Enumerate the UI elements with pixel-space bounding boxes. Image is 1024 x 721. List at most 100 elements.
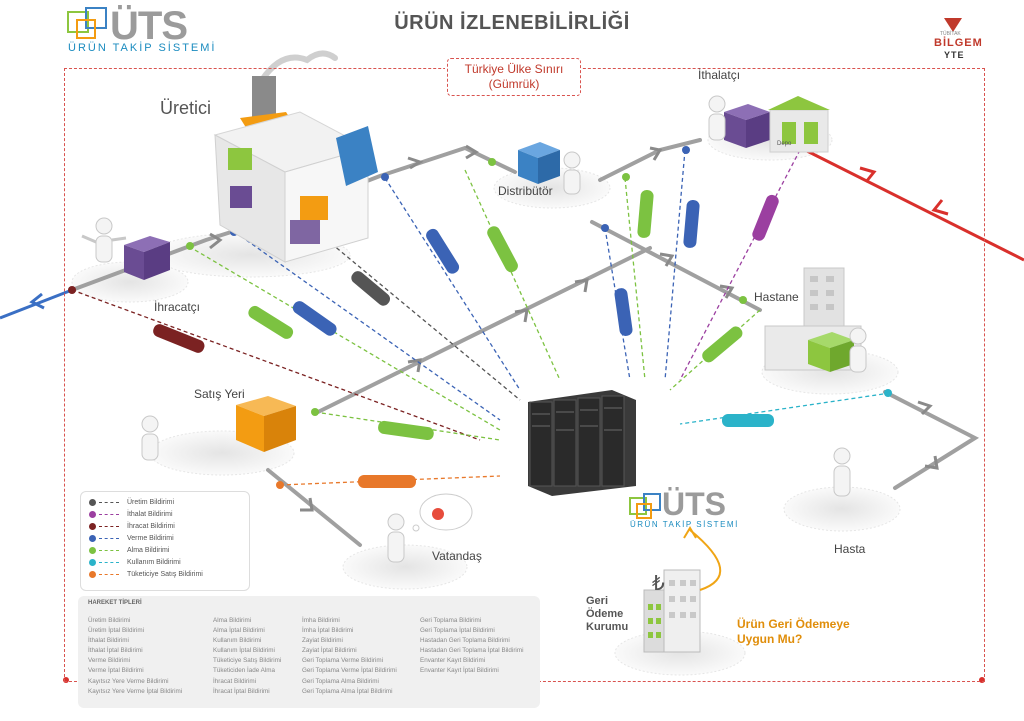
legend-label: Verme Bildirimi [127, 534, 174, 542]
exporter-label: İhracatçı [154, 300, 201, 314]
movement-item: İhracat Bildirimi [213, 677, 257, 685]
uts-logo-text: ÜTS [110, 4, 188, 48]
movement-item: Geri Toplama Alma İptal Bildirimi [302, 687, 393, 695]
hospital-person [849, 327, 867, 373]
legend-dot-icon [89, 522, 96, 530]
movement-item: Hastadan Geri Toplama Bildirimi [420, 637, 510, 645]
citizen-thought-bubble [412, 493, 473, 532]
refund-building: ₺ [643, 569, 701, 653]
movement-item: İthalat İptal Bildirimi [88, 647, 143, 655]
legend-dot-icon [89, 498, 96, 506]
movement-item: Geri Toplama Verme Bildirimi [302, 657, 384, 665]
flow-pos-distributor [316, 246, 652, 414]
movement-item: İmha Bildirimi [302, 617, 340, 624]
person-figures [81, 95, 867, 563]
legend-dash-line [99, 573, 119, 575]
importer-label: İthalatçı [698, 68, 741, 82]
legend-label: Üretim Bildirimi [127, 498, 175, 506]
legend-item: Alma Bildirimi [89, 544, 241, 556]
legend-dot-icon [89, 558, 96, 566]
producer-factory-cube [213, 50, 378, 263]
patient-person [833, 447, 851, 497]
legend-dot-icon [89, 534, 96, 542]
server-rack [528, 390, 636, 496]
movement-item: Alma Bildirimi [213, 617, 252, 624]
yte-label: YTE [944, 50, 965, 60]
movement-item: Envanter Kayıt İptal Bildirimi [420, 667, 499, 675]
exporter-person [81, 217, 127, 263]
hospital-label: Hastane [754, 290, 799, 304]
tubitak-logo-mark [944, 18, 962, 32]
uts-logo-subtitle: ÜRÜN TAKİP SİSTEMİ [68, 42, 217, 54]
legend-dot-icon [89, 510, 96, 518]
importer-person [708, 95, 726, 141]
legend-dash-line [99, 513, 119, 515]
import-line [804, 148, 1024, 262]
movement-item: Üretim Bildirimi [88, 617, 131, 624]
legend-dot-icon [89, 570, 96, 578]
point-of-sale-label: Satış Yeri [194, 387, 245, 401]
exporter-cube [124, 236, 170, 280]
flow-distributor-hospital [590, 220, 762, 312]
movement-item: İmha İptal Bildirimi [302, 627, 354, 635]
uts-logo-mark [67, 7, 107, 39]
customs-border-label: Türkiye Ülke Sınırı (Gümrük) [447, 58, 581, 96]
movement-types-title: HAREKET TİPLERİ [88, 600, 142, 606]
notification-tags [153, 189, 779, 488]
pos-person [141, 415, 159, 461]
distributor-person [563, 151, 581, 195]
producer-label: Üretici [160, 98, 212, 118]
distributor-cube [518, 142, 560, 184]
legend-item: Üretim Bildirimi [89, 496, 241, 508]
legend-dash-line [99, 501, 119, 503]
legend-item: Verme Bildirimi [89, 532, 241, 544]
legend-dash-line [99, 561, 119, 563]
movement-item: Hastadan Geri Toplama İptal Bildirimi [420, 647, 524, 655]
legend-dash-line [99, 525, 119, 527]
patient-label: Hasta [834, 542, 866, 556]
flow-hospital-patient [883, 390, 980, 490]
movement-item: Geri Toplama Bildirimi [420, 617, 482, 624]
page-title: ÜRÜN İZLENEBİLİRLİĞİ [394, 12, 630, 34]
movement-item: Geri Toplama Verme İptal Bildirimi [302, 667, 397, 675]
flow-chevrons [209, 144, 939, 512]
citizen-person [387, 513, 405, 563]
legend-dot-icon [89, 546, 96, 554]
uts-center-logo-mark [629, 493, 661, 519]
legend-label: İthalat Bildirimi [127, 510, 173, 518]
legend-item: Kullanım Bildirimi [89, 556, 241, 568]
movement-item: Zayiat İptal Bildirimi [302, 647, 357, 655]
bilgem-label: BİLGEM [934, 37, 983, 49]
legend-label: Tüketiciye Satış Bildirimi [127, 570, 203, 578]
movement-item: Alma İptal Bildirimi [213, 627, 265, 635]
movement-item: Tüketiciye Satış Bildirimi [213, 657, 282, 665]
citizen-label: Vatandaş [432, 549, 482, 563]
flow-pos-citizen [266, 468, 362, 547]
movement-item: Verme İptal Bildirimi [88, 667, 144, 675]
svg-text:₺: ₺ [652, 571, 665, 595]
uts-center-logo-text: ÜTS [662, 486, 726, 522]
legend-item: İthalat Bildirimi [89, 508, 241, 520]
legend-item: Tüketiciye Satış Bildirimi [89, 568, 241, 580]
movement-item: Envanter Kayıt Bildirimi [420, 657, 486, 665]
legend-label: Alma Bildirimi [127, 546, 170, 554]
movement-item: Geri Toplama Alma Bildirimi [302, 677, 379, 685]
distributor-label: Distribütör [498, 184, 553, 198]
tubitak-label: TÜBİTAK [940, 31, 961, 37]
movement-item: Kayıtsız Yere Verme İptal Bildirimi [88, 687, 183, 695]
movement-item: İhracat İptal Bildirimi [213, 687, 270, 695]
movement-item: Kayıtsız Yere Verme Bildirimi [88, 677, 169, 685]
movement-item: Geri Toplama İptal Bildirimi [420, 627, 495, 635]
movement-item: Zayiat Bildirimi [302, 637, 343, 645]
movement-item: Kullanım İptal Bildirimi [213, 647, 275, 655]
legend-label: Kullanım Bildirimi [127, 558, 181, 566]
importer-cube-and-depot [724, 96, 830, 153]
movement-item: Kullanım Bildirimi [213, 637, 262, 645]
uts-center-logo-subtitle: ÜRÜN TAKİP SİSTEMİ [630, 520, 739, 529]
